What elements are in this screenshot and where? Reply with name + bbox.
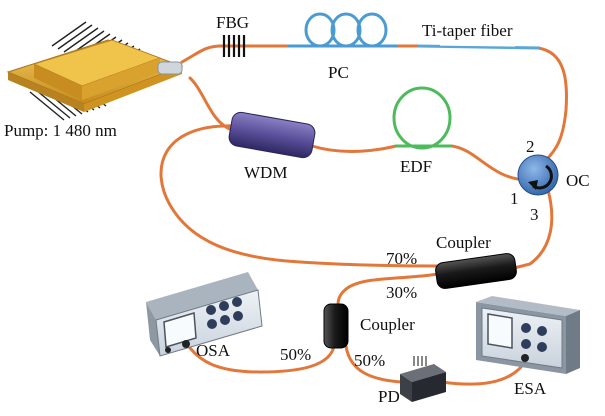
fiber-oc-to-coupler <box>512 188 554 270</box>
label-taper: Ti-taper fiber <box>422 21 513 40</box>
labels: FBG PC Ti-taper fiber Pump: 1 480 nm WDM… <box>4 13 590 406</box>
fiber-pump-to-fbg <box>180 44 224 64</box>
label-edf: EDF <box>400 157 432 176</box>
esa-instrument <box>476 296 580 374</box>
pump-base-side <box>8 72 84 112</box>
label-osa: OSA <box>196 341 231 360</box>
polarization-controller <box>288 12 398 48</box>
edf-coil <box>392 86 452 150</box>
label-coupler-bottom: Coupler <box>360 315 415 334</box>
esa-port <box>521 354 529 362</box>
fiber-pump-to-wdm <box>188 76 234 132</box>
photodetector <box>400 356 446 402</box>
label-port2: 2 <box>526 137 535 156</box>
circulator-arrow-icon <box>532 164 553 190</box>
label-wdm: WDM <box>244 163 287 182</box>
osa-instrument <box>146 272 263 357</box>
label-port1: 1 <box>510 189 519 208</box>
coupler-50-50 <box>323 303 349 349</box>
esa-knobs <box>521 323 547 352</box>
osa-knobs <box>206 297 243 329</box>
osa-screen <box>163 312 197 348</box>
label-esa: ESA <box>514 379 547 398</box>
fiber-edf-to-oc <box>450 144 528 182</box>
pump-body-side <box>34 64 82 100</box>
label-pc: PC <box>328 63 349 82</box>
label-fbg: FBG <box>216 13 249 32</box>
fiber-coupler-to-coupler <box>336 272 440 308</box>
fiber-wdm-to-edf <box>310 144 398 153</box>
esa-screen <box>487 313 513 349</box>
osa-port-left <box>165 347 171 353</box>
label-pd: PD <box>378 387 400 406</box>
fbg <box>218 35 252 57</box>
label-50pct-left: 50% <box>280 345 311 364</box>
label-port3: 3 <box>530 205 539 224</box>
label-oc: OC <box>566 171 590 190</box>
label-70pct: 70% <box>386 249 417 268</box>
coupler-70-30 <box>435 253 517 289</box>
pump-output-sleeve <box>157 61 183 75</box>
osa-port <box>182 340 190 348</box>
label-coupler-top: Coupler <box>436 233 491 252</box>
label-30pct: 30% <box>386 283 417 302</box>
fiber-coupler-to-osa <box>188 344 336 374</box>
optical-circulator <box>517 154 559 196</box>
ti-taper-fiber <box>417 44 541 50</box>
fiber-coupler-to-pd <box>344 344 404 384</box>
label-50pct-right: 50% <box>354 351 385 370</box>
wdm <box>228 111 316 159</box>
fiber-taper-to-oc <box>536 46 568 162</box>
pump-body-front <box>82 58 160 100</box>
pump-base-front <box>84 66 182 112</box>
pump-laser <box>6 21 184 121</box>
fiber-wdm-loop <box>159 124 440 268</box>
label-pump: Pump: 1 480 nm <box>4 121 117 140</box>
